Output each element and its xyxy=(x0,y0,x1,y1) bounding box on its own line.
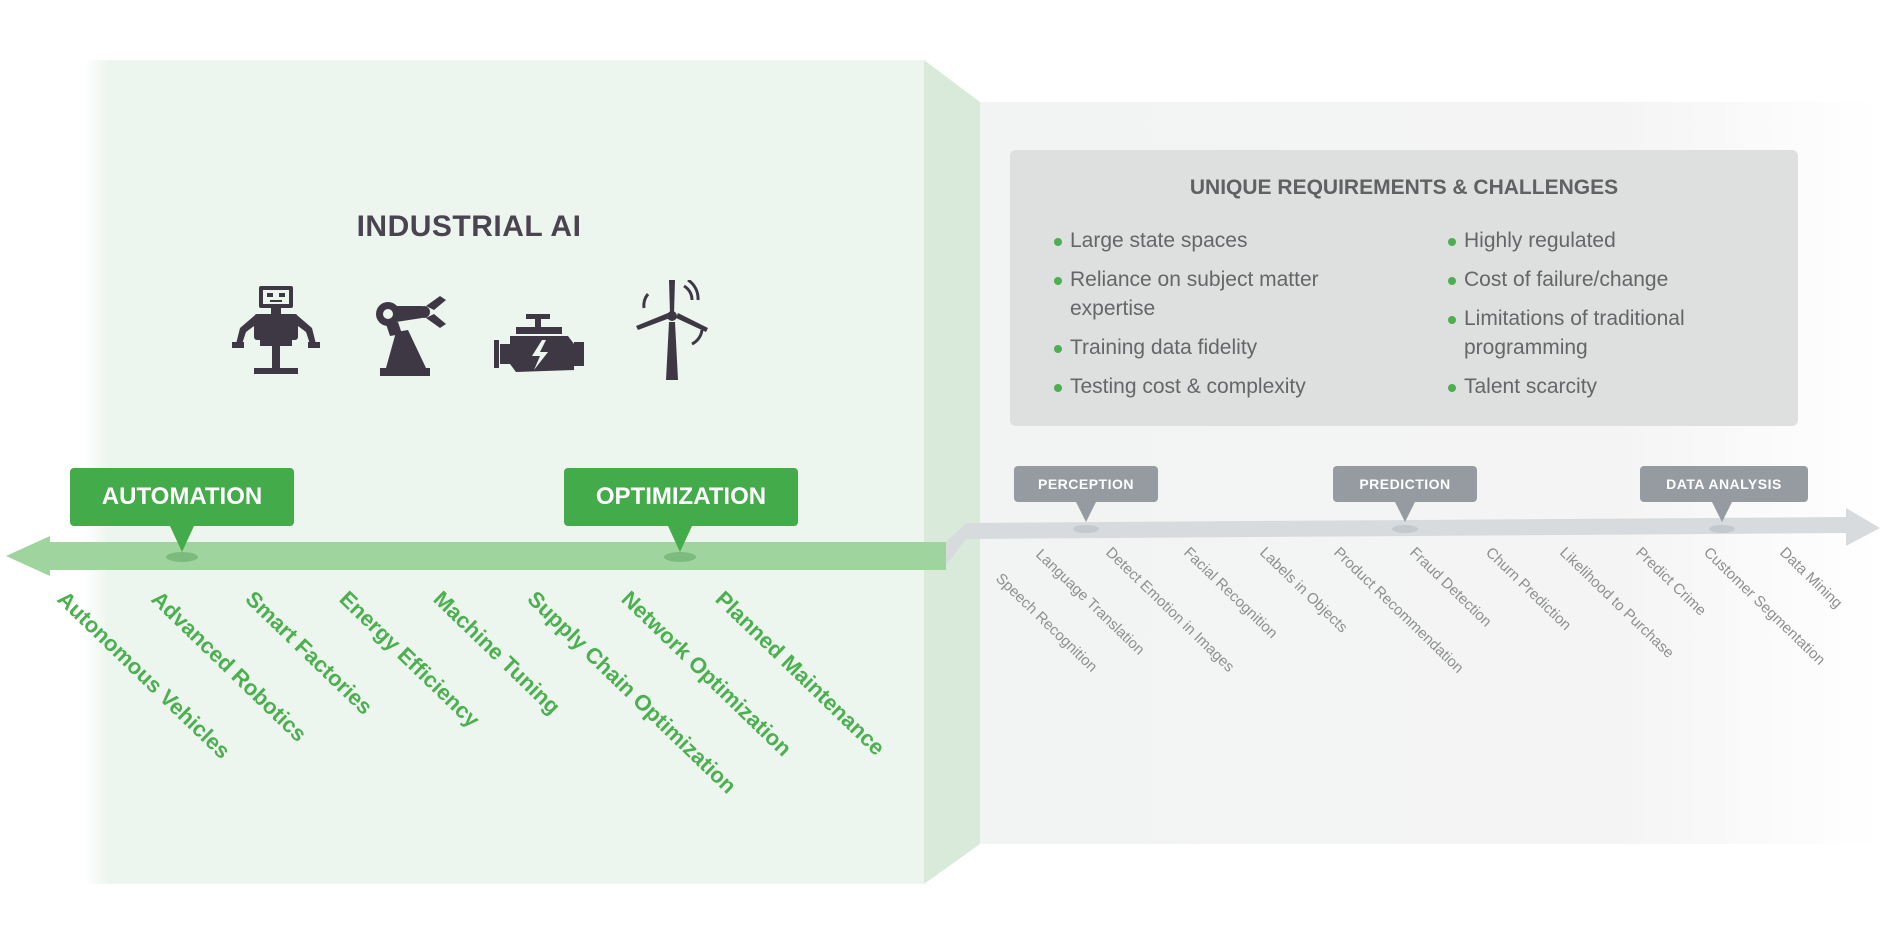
callout-pointer xyxy=(1395,502,1415,522)
callout-data-analysis: DATA ANALYSIS xyxy=(1640,466,1808,502)
requirements-title: UNIQUE REQUIREMENTS & CHALLENGES xyxy=(1189,176,1619,199)
requirement-item: Talent scarcity xyxy=(1448,372,1778,401)
requirements-list-left: Large state spaces Reliance on subject m… xyxy=(1054,226,1384,411)
general-timeline-bar xyxy=(944,517,1850,568)
bullet-icon xyxy=(1054,345,1062,353)
callout-perception: PERCEPTION xyxy=(1014,466,1158,502)
callout-prediction: PREDICTION xyxy=(1333,466,1477,502)
requirement-item: Cost of failure/change xyxy=(1448,265,1778,294)
robot-icon xyxy=(232,286,320,374)
callout-base xyxy=(166,552,198,562)
bullet-icon xyxy=(1448,384,1456,392)
requirements-list-right: Highly regulated Cost of failure/change … xyxy=(1448,226,1778,411)
callout-base xyxy=(1709,525,1735,533)
requirement-item: Testing cost & complexity xyxy=(1054,372,1384,401)
requirement-item: Training data fidelity xyxy=(1054,333,1384,362)
bullet-icon xyxy=(1448,277,1456,285)
bullet-icon xyxy=(1448,238,1456,246)
electric-motor-icon xyxy=(494,314,584,372)
callout-automation: AUTOMATION xyxy=(70,468,294,526)
requirement-item: Highly regulated xyxy=(1448,226,1778,255)
general-timeline-arrow xyxy=(1846,508,1880,546)
robot-arm-icon xyxy=(376,296,446,376)
callout-base xyxy=(1392,525,1418,533)
requirement-item: Limitations of traditional programming xyxy=(1448,304,1778,362)
industrial-timeline-arrow xyxy=(6,536,50,576)
requirement-item: Reliance on subject matter expertise xyxy=(1054,265,1384,323)
page-title: INDUSTRIAL AI xyxy=(356,210,582,243)
bullet-icon xyxy=(1448,316,1456,324)
bullet-icon xyxy=(1054,238,1062,246)
wind-turbine-icon xyxy=(636,280,708,380)
requirements-box xyxy=(1010,150,1798,426)
callout-pointer xyxy=(1076,502,1096,522)
bullet-icon xyxy=(1054,277,1062,285)
callout-pointer xyxy=(170,526,194,552)
callout-pointer xyxy=(668,526,692,552)
callout-optimization: OPTIMIZATION xyxy=(564,468,798,526)
requirement-item: Large state spaces xyxy=(1054,226,1384,255)
callout-base xyxy=(664,552,696,562)
callout-pointer xyxy=(1712,502,1732,522)
panel-fold xyxy=(924,60,980,884)
callout-base xyxy=(1073,525,1099,533)
bullet-icon xyxy=(1054,384,1062,392)
